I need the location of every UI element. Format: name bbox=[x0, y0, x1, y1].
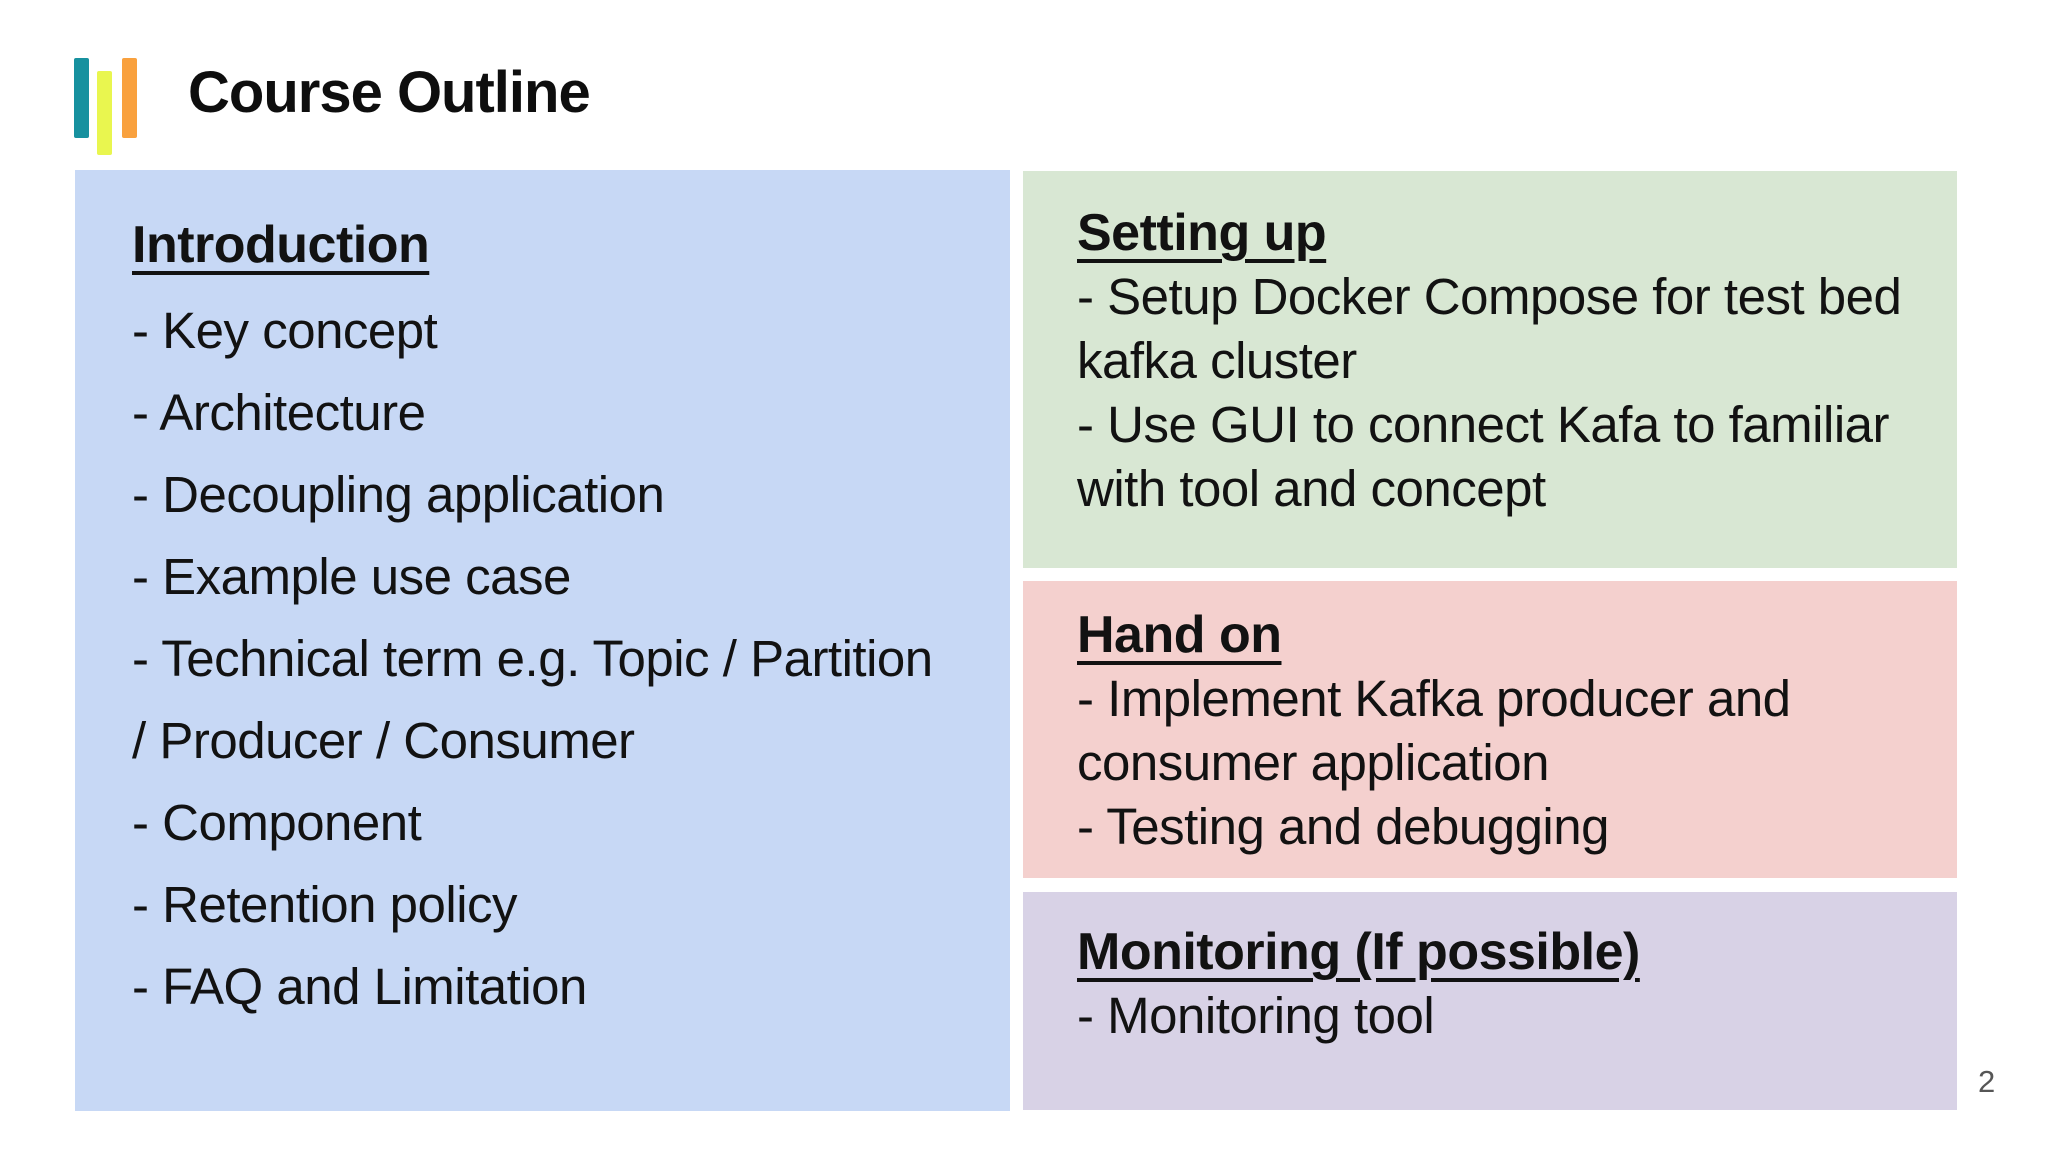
list-item: - Key concept bbox=[132, 302, 438, 359]
list-item: - Use GUI to connect Kafa to familiar bbox=[1077, 396, 1890, 453]
logo-bar-teal bbox=[74, 58, 89, 138]
section-monitoring: Monitoring (If possible) - Monitoring to… bbox=[1023, 892, 1957, 1110]
logo-bar-yellow bbox=[97, 71, 112, 155]
three-bars-logo-icon bbox=[74, 58, 144, 158]
list-item: - Testing and debugging bbox=[1077, 798, 1610, 855]
list-item: - Example use case bbox=[132, 548, 571, 605]
slide-title: Course Outline bbox=[188, 60, 591, 125]
section-heading: Hand on bbox=[1077, 606, 1282, 664]
page-number: 2 bbox=[1978, 1064, 1996, 1099]
section-introduction: Introduction - Key concept - Architectur… bbox=[75, 170, 1010, 1111]
list-item: - Technical term e.g. Topic / Partition bbox=[132, 630, 933, 687]
section-heading: Monitoring (If possible) bbox=[1077, 923, 1640, 981]
list-item-continuation: kafka cluster bbox=[1077, 332, 1357, 389]
list-item: - Monitoring tool bbox=[1077, 987, 1435, 1044]
list-item: - Setup Docker Compose for test bed bbox=[1077, 268, 1902, 325]
list-item-continuation: consumer application bbox=[1077, 734, 1549, 791]
section-heading: Setting up bbox=[1077, 204, 1327, 262]
list-item-continuation: / Producer / Consumer bbox=[132, 712, 635, 769]
list-item: - Decoupling application bbox=[132, 466, 665, 523]
list-item: - Retention policy bbox=[132, 876, 518, 933]
section-setting-up: Setting up - Setup Docker Compose for te… bbox=[1023, 171, 1957, 568]
list-item: - Architecture bbox=[132, 384, 426, 441]
list-item: - FAQ and Limitation bbox=[132, 958, 587, 1015]
section-heading: Introduction bbox=[132, 216, 430, 274]
list-item-continuation: with tool and concept bbox=[1077, 460, 1546, 517]
list-item: - Implement Kafka producer and bbox=[1077, 670, 1791, 727]
list-item: - Component bbox=[132, 794, 422, 851]
logo-bar-orange bbox=[122, 58, 137, 138]
section-hand-on: Hand on - Implement Kafka producer and c… bbox=[1023, 581, 1957, 878]
